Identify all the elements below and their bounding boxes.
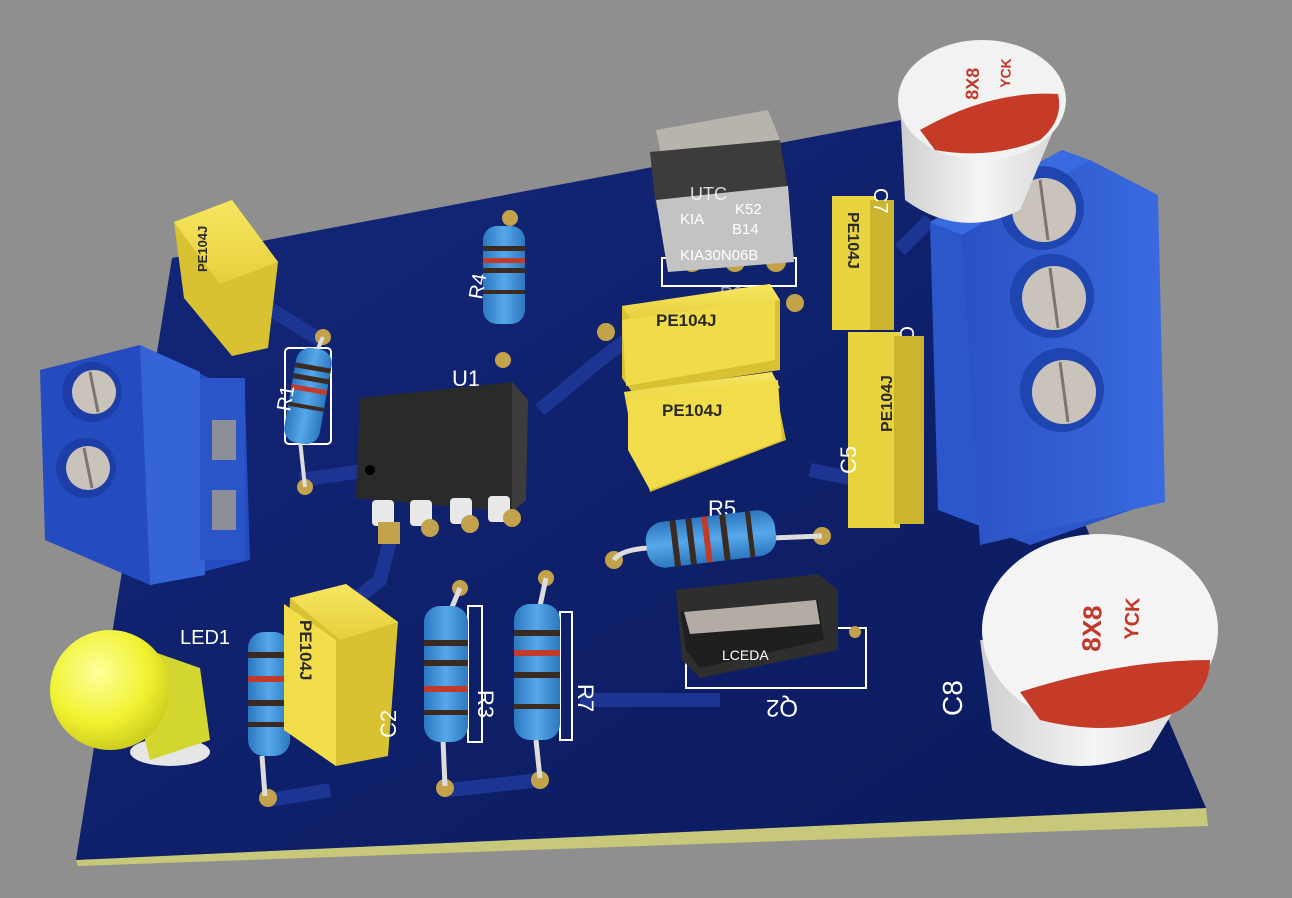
c8-size: 8X8 — [1076, 605, 1108, 652]
film-cap-label: PE104J — [662, 401, 723, 420]
film-capacitor-c5: PE104J C5 — [836, 332, 924, 528]
film-capacitor-c2: PE104J C2 — [284, 584, 401, 766]
film-cap-label: PE104J — [195, 226, 210, 272]
resistor-r3: R3 — [424, 580, 498, 797]
resistor-r4: R4 — [465, 210, 525, 368]
resistor-r5: R5 — [605, 496, 831, 569]
film-cap-label: PE104J — [844, 212, 861, 269]
mosfet-q1: UTC KIA K52 B14 KIA30N06B R2 — [650, 110, 797, 304]
film-cap-label: PE104J — [656, 311, 717, 330]
electrolytic-capacitor-c8: 8X8 YCK C8 — [937, 534, 1218, 766]
mosfet-line3: KIA30N06B — [680, 247, 758, 264]
mosfet-brand: UTC — [690, 184, 727, 204]
transistor-q2: LCEDA Q2 — [676, 574, 867, 721]
r4-designator: R4 — [465, 272, 491, 301]
led1: LED1 — [50, 627, 230, 766]
film-cap-label: PE104J — [296, 620, 315, 681]
ic-u1: U1 — [356, 366, 528, 544]
q2-designator: Q2 — [766, 694, 798, 721]
c8-brand: YCK — [1121, 597, 1144, 641]
c7-designator: C7 — [869, 188, 891, 214]
board-edge — [76, 808, 1208, 866]
film-capacitor-center-lower: PE104J — [624, 372, 786, 492]
film-capacitor-top-left: PE104J — [174, 200, 278, 356]
film-cap-label: PE104J — [879, 375, 896, 432]
film-capacitor-center-upper: PE104J — [597, 284, 804, 392]
mosfet-line1-left: KIA — [680, 211, 704, 228]
q2-marking: LCEDA — [722, 647, 769, 663]
terminal-block-left — [40, 345, 250, 585]
resistor-left-bottom — [248, 632, 290, 807]
resistor-r7: R7 — [514, 570, 598, 789]
c7-brand: YCK — [997, 58, 1014, 88]
r7-designator: R7 — [573, 684, 598, 712]
r1-designator: R1 — [273, 384, 299, 413]
c5-designator: C5 — [836, 446, 861, 474]
mosfet-line2: B14 — [732, 221, 759, 238]
r3-designator: R3 — [473, 690, 498, 718]
electrolytic-capacitor-c7: 8X8 YCK — [898, 40, 1066, 223]
c8-designator: C8 — [937, 680, 968, 716]
film-capacitor-c6: PE104J C6 — [832, 196, 917, 352]
resistor-r1: R1 — [273, 329, 332, 495]
led1-designator: LED1 — [180, 627, 230, 649]
c7-size: 8X8 — [962, 67, 983, 100]
mosfet-line1-right: K52 — [735, 201, 762, 218]
c2-designator: C2 — [376, 710, 401, 738]
